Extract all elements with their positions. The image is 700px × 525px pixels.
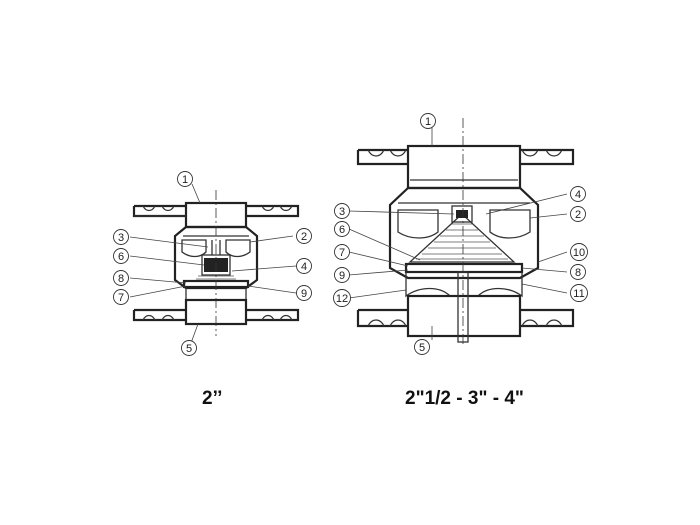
size-caption-small: 2’’	[202, 388, 223, 409]
callout-bubble-small-7: 7	[113, 289, 129, 305]
callout-label: 2	[301, 231, 307, 243]
callout-bubble-small-6: 6	[113, 248, 129, 264]
callout-label: 12	[336, 293, 348, 305]
callout-bubble-small-5: 5	[181, 340, 197, 356]
small-valve-callouts: 1 2 3 4 5 6 7 8	[113, 171, 312, 356]
callout-label: 10	[573, 247, 585, 259]
callout-label: 4	[575, 189, 581, 201]
callout-bubble-large-1: 1	[420, 113, 436, 129]
callout-bubble-large-7: 7	[334, 244, 350, 260]
callout-label: 11	[573, 288, 584, 300]
callout-bubble-large-2: 2	[570, 206, 586, 222]
callout-bubble-small-3: 3	[113, 229, 129, 245]
callout-bubble-small-8: 8	[113, 270, 129, 286]
callout-bubble-large-3: 3	[334, 203, 350, 219]
callout-label: 6	[118, 251, 124, 263]
callout-label: 7	[339, 247, 345, 259]
small-valve-drawing	[129, 183, 300, 344]
callout-label: 8	[118, 273, 124, 285]
callout-label: 5	[186, 343, 192, 355]
callout-label: 2	[575, 209, 581, 221]
callout-label: 7	[118, 292, 124, 304]
callout-bubble-large-11: 11	[570, 284, 588, 302]
callout-label: 5	[419, 342, 425, 354]
callout-bubble-large-10: 10	[570, 243, 588, 261]
callout-label: 3	[118, 232, 124, 244]
large-valve-drawing	[348, 118, 575, 346]
callout-bubble-large-4: 4	[570, 186, 586, 202]
size-caption-large: 2"1/2 - 3" - 4"	[405, 388, 524, 409]
callout-bubble-small-2: 2	[296, 228, 312, 244]
callout-bubble-small-9: 9	[296, 285, 312, 301]
callout-label: 9	[301, 288, 307, 300]
callout-label: 8	[575, 267, 581, 279]
callout-bubble-large-6: 6	[334, 221, 350, 237]
callout-bubble-large-9: 9	[334, 267, 350, 283]
callout-label: 6	[339, 224, 345, 236]
callout-bubble-large-12: 12	[333, 289, 351, 307]
callout-label: 1	[425, 116, 431, 128]
callout-label: 1	[182, 174, 188, 186]
callout-bubble-small-4: 4	[296, 258, 312, 274]
callout-bubble-large-5: 5	[414, 339, 430, 355]
callout-label: 4	[301, 261, 307, 273]
callout-bubble-small-1: 1	[177, 171, 193, 187]
callout-bubble-large-8: 8	[570, 264, 586, 280]
callout-label: 3	[339, 206, 345, 218]
callout-label: 9	[339, 270, 345, 282]
large-valve-callouts: 1 2 3 4 5 6 7 8	[333, 113, 588, 355]
